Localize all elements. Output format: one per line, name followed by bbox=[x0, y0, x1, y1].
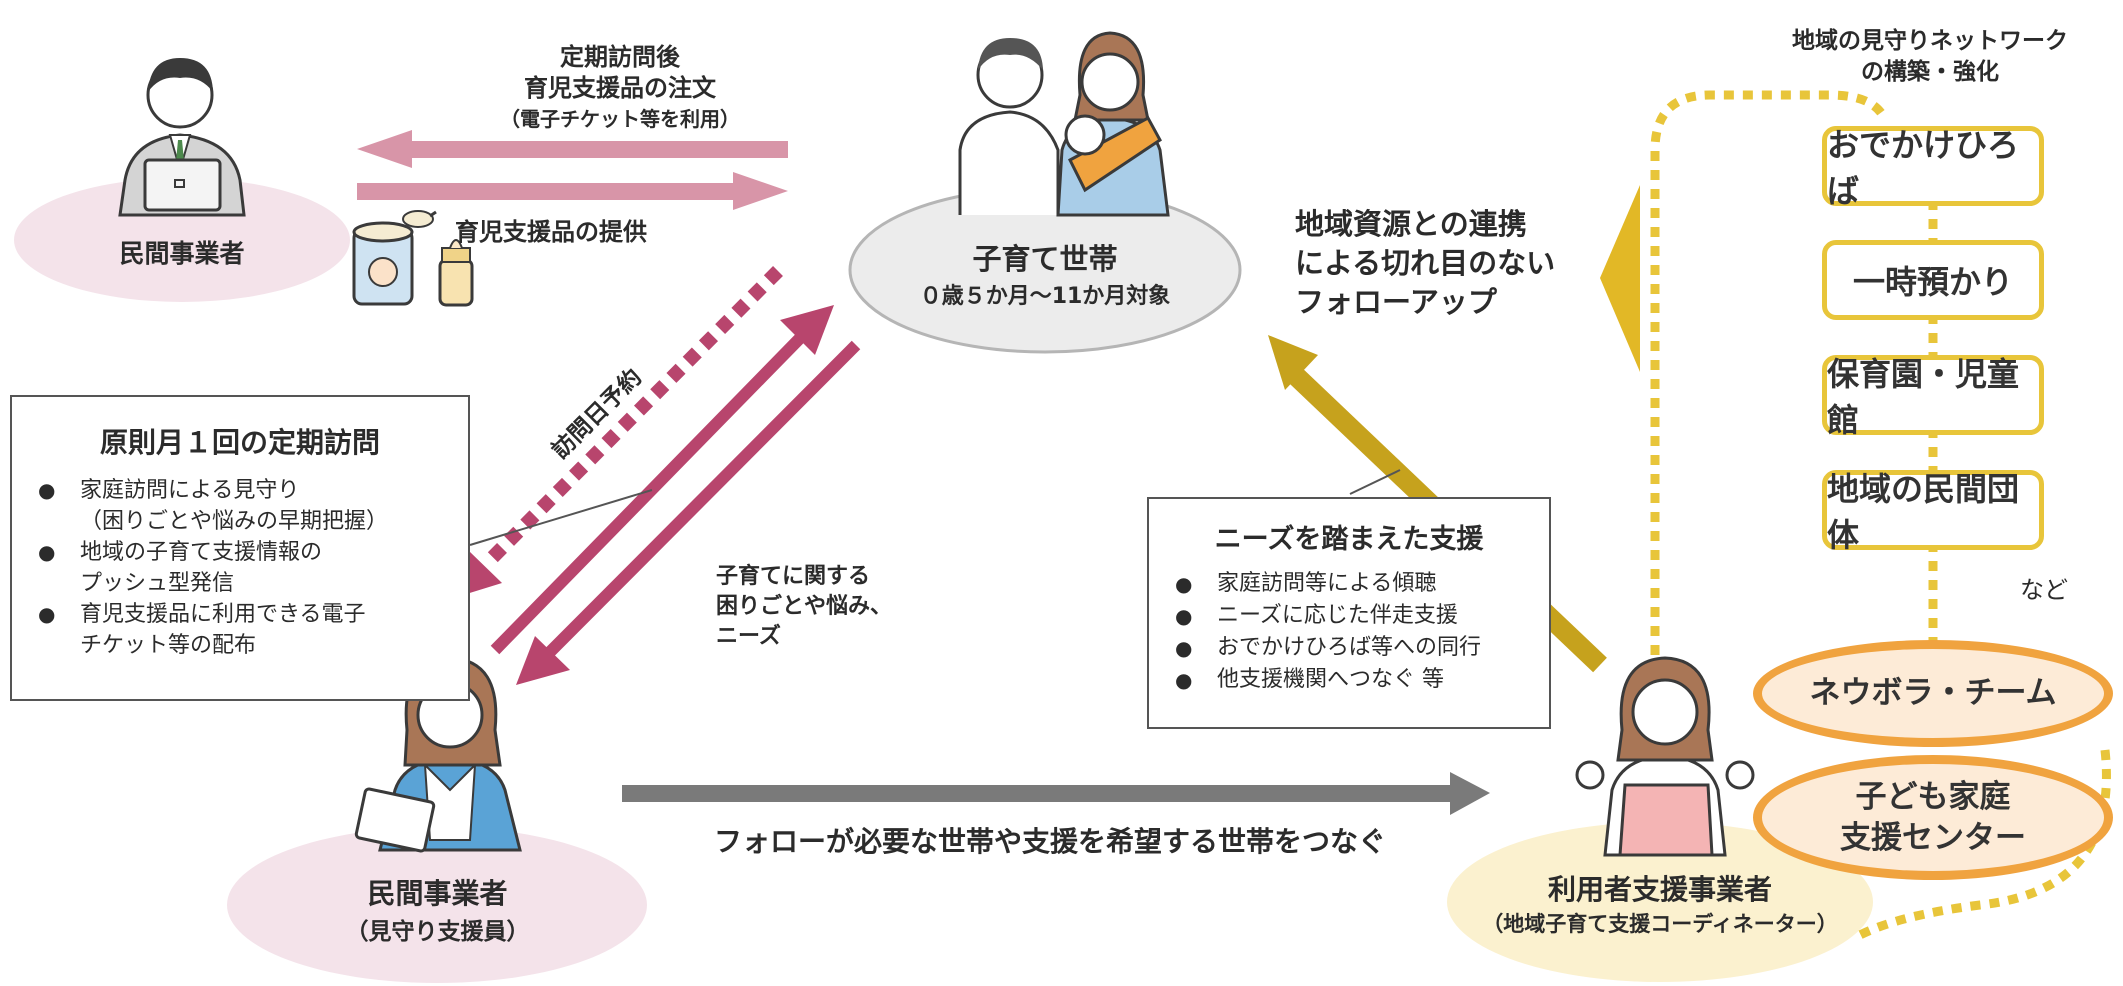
support-item: おでかけひろば等への同行 bbox=[1149, 632, 1549, 664]
coordinator-sublabel: （地域子育て支援コーディネーター） bbox=[1482, 912, 1838, 936]
network-dotted-line bbox=[1650, 90, 1890, 655]
order-text-line3: （電子チケット等を利用） bbox=[500, 107, 740, 131]
concerns-down-arrowhead bbox=[516, 636, 570, 685]
visit-box-callout bbox=[469, 489, 653, 546]
visit-box-title: 原則月１回の定期訪問 bbox=[99, 426, 380, 459]
baby-bottle-icon bbox=[438, 239, 474, 307]
provider-bottom-ellipse bbox=[227, 827, 647, 983]
visit-item-line2: プッシュ型発信 bbox=[80, 571, 235, 596]
concerns-line2: 困りごとや悩み、 bbox=[716, 594, 893, 619]
support-box-list: 家庭訪問等による傾聴 ニーズに応じた伴走支援 おでかけひろば等への同行 他支援機… bbox=[1149, 568, 1549, 696]
concerns-down-arrow bbox=[539, 340, 861, 663]
support-item: 他支援機関へつなぐ 等 bbox=[1149, 664, 1549, 696]
visit-item-line2: （困りごとや悩みの早期把握） bbox=[80, 509, 389, 534]
visit-box-list: 家庭訪問による見守り （困りごとや悩みの早期把握） 地域の子育て支援情報のプッシュ… bbox=[12, 475, 468, 661]
concerns-up-arrowhead bbox=[780, 305, 834, 355]
support-box-title: ニーズを踏まえた支援 bbox=[1214, 524, 1484, 555]
network-node-nursery: 保育園・児童館 bbox=[1822, 355, 2044, 439]
coordinator-person-icon bbox=[1575, 656, 1755, 857]
provider-bottom-sublabel: （見守り支援員） bbox=[345, 919, 530, 945]
households-title: 子育て世帯 bbox=[972, 242, 1118, 276]
concerns-line1: 子育てに関する bbox=[716, 564, 871, 589]
supply-arrow bbox=[357, 172, 788, 210]
provider-top-label: 民間事業者 bbox=[119, 239, 245, 268]
network-etc: など bbox=[2020, 576, 2068, 604]
order-text-line2: 育児支援品の注文 bbox=[524, 74, 716, 102]
followup-triangle-icon bbox=[1600, 185, 1640, 372]
visit-item-line1: 地域の子育て支援情報の bbox=[80, 540, 323, 565]
network-node-temporary-care: 一時預かり bbox=[1822, 240, 2044, 320]
followup-line3: フォローアップ bbox=[1295, 285, 1497, 319]
network-node-private-groups: 地域の民間団体 bbox=[1822, 470, 2044, 554]
coordinator-label: 利用者支援事業者 bbox=[1547, 873, 1772, 906]
connect-arrow-shaft bbox=[622, 785, 1460, 802]
visit-item: 家庭訪問による見守り （困りごとや悩みの早期把握） bbox=[12, 475, 468, 537]
child-family-support-center: 子ども家庭 支援センター bbox=[1753, 755, 2113, 880]
concerns-text: 子育てに関する 困りごとや悩み、 ニーズ bbox=[716, 562, 926, 652]
visit-item-line1: 家庭訪問による見守り bbox=[80, 478, 300, 503]
reservation-dotted-arrow bbox=[485, 266, 783, 565]
coordinator-ellipse bbox=[1447, 822, 1873, 982]
followup-text: 地域資源との連携 による切れ目のない フォローアップ bbox=[1295, 205, 1585, 322]
network-title-line1: 地域の見守りネットワーク bbox=[1792, 28, 2068, 54]
provider-top-person-icon bbox=[118, 58, 246, 217]
support-item: ニーズに応じた伴走支援 bbox=[1149, 600, 1549, 632]
visit-item-line1: 育児支援品に利用できる電子 bbox=[80, 602, 366, 627]
households-subtitle: ０歳５か月～11か月対象 bbox=[919, 284, 1171, 309]
visit-box: 原則月１回の定期訪問 家庭訪問による見守り （困りごとや悩みの早期把握） 地域の子… bbox=[10, 395, 470, 701]
followup-line1: 地域資源との連携 bbox=[1295, 207, 1527, 241]
concerns-line3: ニーズ bbox=[716, 624, 781, 649]
network-title-line2: の構築・強化 bbox=[1861, 59, 1999, 85]
order-arrow bbox=[357, 130, 788, 168]
connect-text: フォローが必要な世帯や支援を希望する世帯をつなぐ bbox=[713, 825, 1386, 858]
support-item: 家庭訪問等による傾聴 bbox=[1149, 568, 1549, 600]
followup-arrowhead bbox=[1268, 335, 1318, 390]
support-box: ニーズを踏まえた支援 家庭訪問等による傾聴 ニーズに応じた伴走支援 おでかけひろ… bbox=[1147, 497, 1551, 729]
visit-item-line2: チケット等の配布 bbox=[80, 633, 257, 658]
baby-formula-icon bbox=[352, 210, 437, 306]
neuvola-team: ネウボラ・チーム bbox=[1753, 640, 2113, 747]
network-node-odekake: おでかけひろば bbox=[1822, 126, 2044, 210]
parents-with-baby-icon bbox=[958, 31, 1170, 217]
provider-bottom-label: 民間事業者 bbox=[367, 877, 508, 910]
network-title: 地域の見守りネットワーク の構築・強化 bbox=[1780, 26, 2080, 88]
supply-text: 育児支援品の提供 bbox=[455, 218, 647, 246]
support-box-callout bbox=[1349, 469, 1401, 495]
order-text-line1: 定期訪問後 bbox=[560, 43, 680, 71]
followup-line2: による切れ目のない bbox=[1295, 246, 1556, 280]
order-text: 定期訪問後 育児支援品の注文 （電子チケット等を利用） bbox=[470, 42, 770, 135]
provider-top-ellipse bbox=[14, 178, 350, 302]
connect-arrowhead bbox=[1450, 772, 1490, 815]
